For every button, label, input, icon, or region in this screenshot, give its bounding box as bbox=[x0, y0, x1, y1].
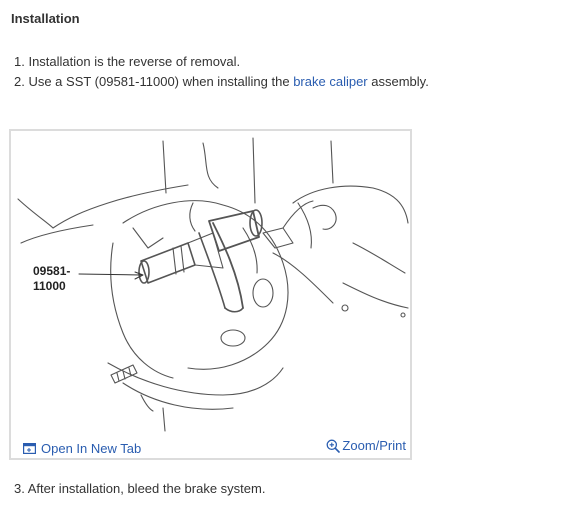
steps-list: 1. Installation is the reverse of remova… bbox=[14, 52, 429, 92]
open-in-new-tab-label: Open In New Tab bbox=[41, 441, 142, 456]
tool-callout-label: 09581- 11000 bbox=[33, 264, 70, 294]
brake-caliper-illustration bbox=[17, 137, 409, 432]
tool-number-line2: 11000 bbox=[33, 279, 66, 293]
tool-number-line1: 09581- bbox=[33, 264, 71, 278]
step-2-prefix: 2. Use a SST (09581-11000) when installi… bbox=[14, 74, 294, 89]
magnifier-plus-icon bbox=[326, 439, 341, 453]
zoom-print-link[interactable]: Zoom/Print bbox=[326, 438, 406, 453]
step-1: 1. Installation is the reverse of remova… bbox=[14, 54, 241, 69]
external-window-icon bbox=[23, 443, 36, 454]
step-2-suffix: assembly. bbox=[367, 74, 429, 89]
section-heading: Installation bbox=[11, 11, 80, 26]
open-in-new-tab-link[interactable]: Open In New Tab bbox=[23, 441, 141, 456]
figure-box: 09581- 11000 Open In New Tab Zoom/Print bbox=[9, 129, 412, 460]
step-3: 3. After installation, bleed the brake s… bbox=[14, 481, 266, 496]
brake-caliper-link[interactable]: brake caliper bbox=[293, 74, 368, 89]
zoom-print-label: Zoom/Print bbox=[342, 438, 406, 453]
step-2: 2. Use a SST (09581-11000) when installi… bbox=[14, 72, 429, 92]
